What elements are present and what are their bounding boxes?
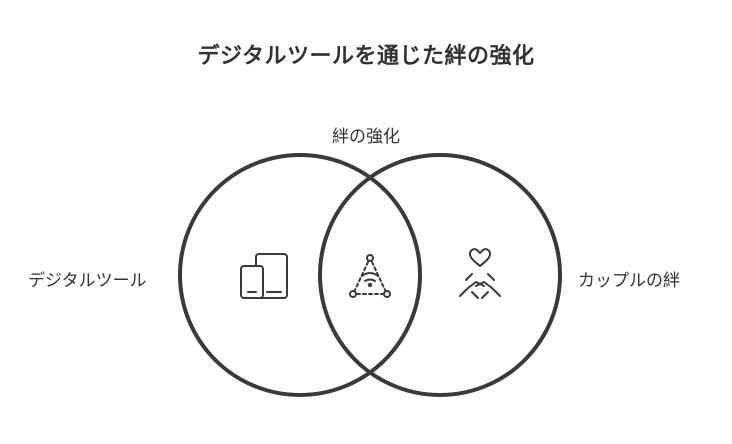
diagram-title: デジタルツールを通じた絆の強化 [197,44,535,69]
smartphone-tablet-icon [240,253,288,299]
right-circle [318,153,562,397]
heart-hands-icon [459,248,501,299]
network-connection-icon [349,254,391,298]
intersection-label: 絆の強化 [332,127,400,147]
left-set-label: デジタルツール [28,271,147,291]
right-set-label: カップルの絆 [578,271,680,291]
left-circle [178,153,422,397]
